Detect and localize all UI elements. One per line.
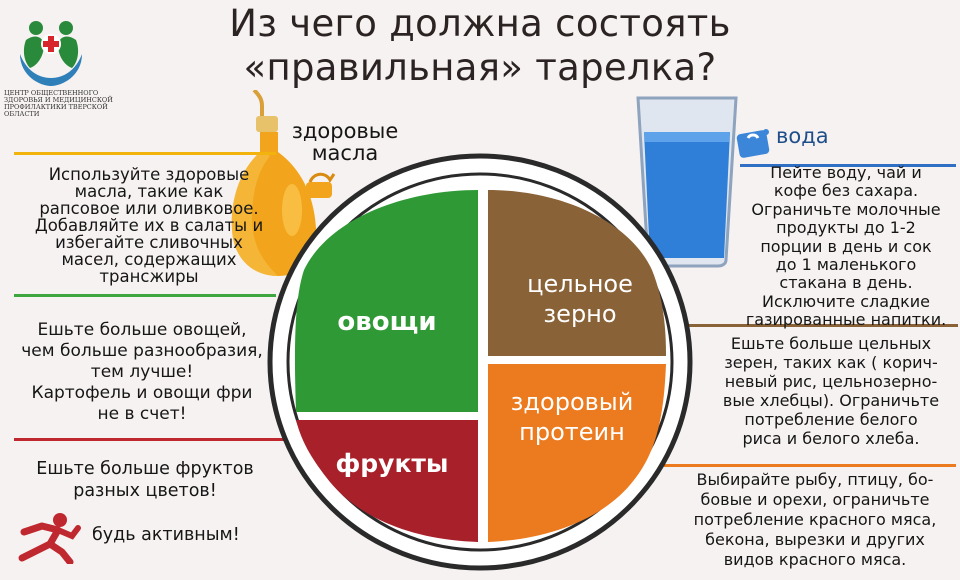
protein-divider [664, 464, 956, 467]
fruits-segment [296, 420, 478, 542]
protein-label-1: здоровый [511, 388, 634, 416]
oil-icon [304, 170, 338, 200]
grain-segment [488, 190, 666, 356]
water-divider [740, 164, 956, 167]
protein-text: Выбирайте рыбу, птицу, бо- бовые и орехи… [693, 470, 937, 569]
page-title: Из чего должна состоять «правильная» тар… [170, 2, 790, 90]
logo-caption: ЦЕНТР ОБЩЕСТВЕННОГО ЗДОРОВЬЯ И МЕДИЦИНСК… [4, 89, 113, 118]
vegetables-text: Ешьте больше овощей, чем больше разнообр… [21, 320, 263, 424]
water-label: вода [776, 124, 829, 148]
water-glass-illustration [636, 96, 738, 268]
plate-diagram: овощи цельное зерно здоровый протеин фру… [267, 153, 693, 571]
grain-label-2: зерно [543, 300, 616, 328]
title-line-2: «правильная» тарелка? [243, 46, 717, 89]
running-person-icon [18, 513, 81, 564]
fruits-label: фрукты [335, 449, 448, 478]
oils-text: Используйте здоровые масла, такие как ра… [34, 165, 264, 286]
protein-label-2: протеин [519, 418, 625, 446]
grain-text: Ешьте больше цельных зерен, таких как ( … [722, 334, 940, 448]
vegetables-divider [14, 294, 276, 297]
grain-label-1: цельное [527, 270, 633, 298]
activity-text: будь активным! [92, 525, 240, 545]
title-line-1: Из чего должна состоять [229, 2, 731, 45]
oils-label: здоровые масла [291, 119, 399, 165]
vegetables-segment [294, 190, 478, 412]
fruits-divider [14, 438, 304, 441]
logo-emblem [20, 21, 82, 86]
protein-segment [488, 364, 666, 542]
vegetables-label: овощи [337, 307, 436, 337]
grain-divider [672, 324, 958, 327]
water-drop-icon [734, 124, 774, 160]
oils-divider [14, 152, 276, 155]
water-text: Пейте воду, чай и кофе без сахара. Огран… [745, 163, 947, 330]
fruits-text: Ешьте больше фруктов разных цветов! [36, 459, 254, 501]
oil-bottle-illustration [231, 90, 317, 276]
